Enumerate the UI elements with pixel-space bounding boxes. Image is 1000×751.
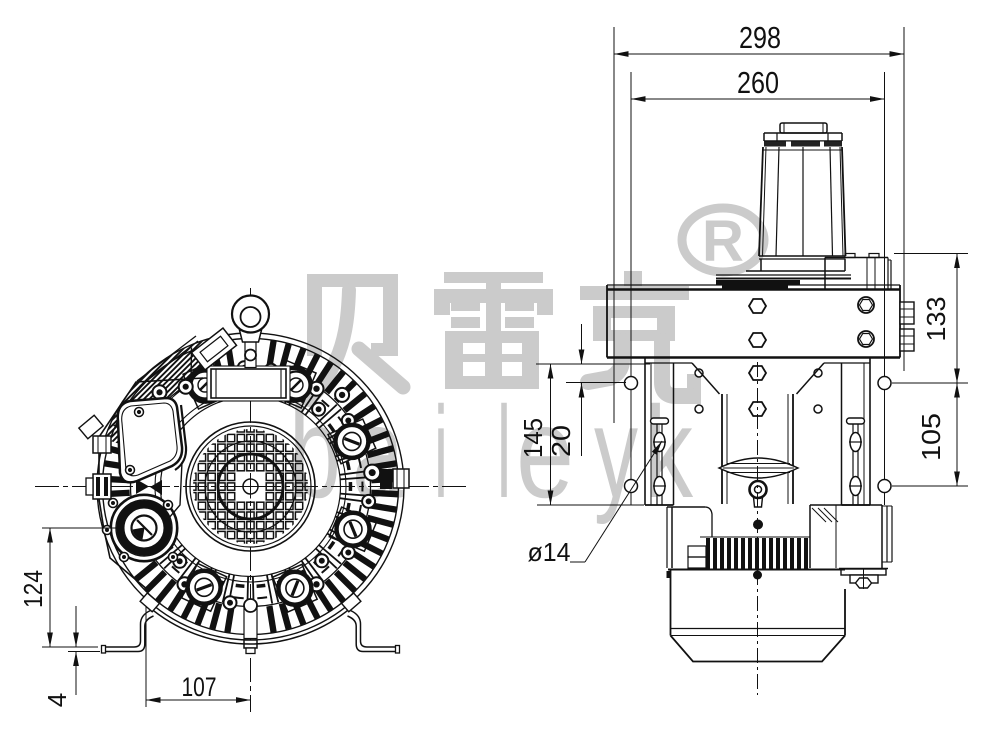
svg-text:107: 107 bbox=[182, 672, 217, 702]
svg-text:20: 20 bbox=[546, 425, 576, 457]
svg-text:R: R bbox=[702, 209, 744, 274]
svg-text:105: 105 bbox=[916, 413, 946, 461]
svg-text:e: e bbox=[516, 379, 574, 525]
svg-text:260: 260 bbox=[737, 65, 779, 100]
svg-text:298: 298 bbox=[739, 20, 781, 55]
svg-text:i: i bbox=[434, 379, 448, 525]
svg-text:133: 133 bbox=[921, 297, 951, 342]
svg-text:l: l bbox=[497, 379, 511, 525]
svg-text:4: 4 bbox=[42, 693, 72, 707]
svg-text:124: 124 bbox=[18, 570, 48, 608]
svg-text:ø14: ø14 bbox=[528, 537, 571, 567]
svg-text:145: 145 bbox=[518, 418, 548, 458]
